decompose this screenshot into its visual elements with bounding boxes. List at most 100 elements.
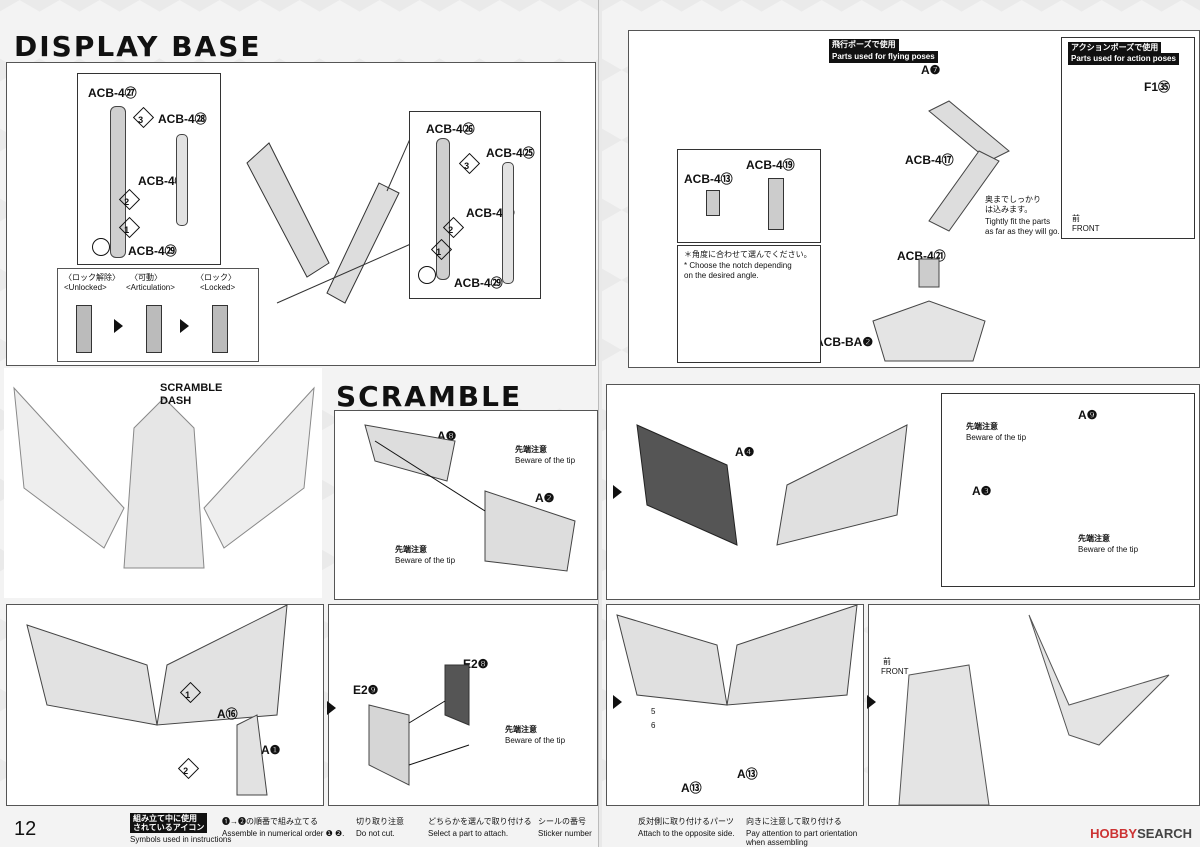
- action-pose-box: アクションポーズで使用 Parts used for action poses …: [1061, 37, 1195, 239]
- state-en: <Unlocked>: [64, 283, 107, 292]
- arm-assembly-illustration: [246, 122, 418, 304]
- legend-title: 組み立て中に使用 されているアイコン: [130, 813, 208, 833]
- flying-note-jp: 飛行ポーズで使用: [829, 39, 899, 51]
- arm-part: [176, 134, 188, 226]
- left-page: DISPLAY BASE ACB-4㉗ ACB-4㉘ ACB-4㉓ ACB-4㉙…: [0, 0, 599, 847]
- arm-part: [436, 138, 450, 280]
- connector-part: [768, 178, 784, 230]
- caution-jp: 先端注意: [966, 422, 998, 431]
- step-1-icon: 1: [430, 238, 453, 261]
- connector-box: ACB-4⑬ ACB-4⑲: [677, 149, 821, 243]
- no-cut-icon: [92, 238, 110, 256]
- sticker-number: 6: [651, 721, 656, 730]
- caution-en: Beware of the tip: [515, 456, 576, 465]
- part-label: A❷: [535, 491, 555, 505]
- wing-complete-illustration: [616, 604, 858, 706]
- next-arrow-icon: [867, 695, 876, 709]
- display-base-title: DISPLAY BASE: [14, 30, 262, 63]
- legend-item: Sticker number: [538, 829, 592, 838]
- robot-with-wings-illustration: [898, 614, 1170, 806]
- robot-wings-illustration: [13, 386, 315, 569]
- fin-assembly-panel: E2❾ E2❽ 先端注意 Beware of the tip: [327, 604, 598, 806]
- caution-en: Beware of the tip: [966, 433, 1027, 442]
- part-label: ACB-4㉘: [158, 112, 207, 126]
- footer-legend-right: 反対側に取り付けるパーツ Attach to the opposite side…: [602, 809, 1200, 847]
- fit-note-jp: 奥までしっかり は込みます。: [985, 195, 1041, 214]
- footer-legend-left: 12 組み立て中に使用 されているアイコン Symbols used in in…: [0, 809, 598, 847]
- lock-states-panel: 〈ロック解除〉 <Unlocked> 〈可動〉 <Articulation> 〈…: [57, 268, 259, 362]
- connector-part: [706, 190, 720, 216]
- legend-title-en: Symbols used in instructions: [130, 835, 232, 844]
- stand-illustration: [872, 100, 1010, 362]
- legend-item: Pay attention to part orientation when a…: [746, 829, 858, 847]
- caution-jp: 先端注意: [505, 725, 537, 734]
- caution-box: A❾ A❸ 先端注意 Beware of the tip 先端注意 Beware…: [941, 393, 1195, 587]
- model-reference-image: SCRAMBLE DASH: [4, 368, 322, 598]
- wing-step-panel-right: A❹ A❾ A❸ 先端注意 Beware of the tip 先端注意 Bew…: [606, 384, 1200, 600]
- step-3-icon: 3: [458, 152, 481, 175]
- action-note-jp: アクションポーズで使用: [1068, 42, 1162, 54]
- flying-pose-panel: 飛行ポーズで使用 Parts used for flying poses A❼ …: [628, 30, 1200, 368]
- joint-illustration: [76, 305, 92, 353]
- legend-item: シールの番号: [538, 817, 586, 826]
- state-jp: 〈ロック解除〉: [64, 273, 120, 282]
- notch-note-box: ＊角度に合わせて選んでください。 * Choose the notch depe…: [677, 245, 821, 363]
- robot-final-panel: 前 FRONT: [867, 604, 1200, 806]
- model-caption: SCRAMBLE DASH: [160, 382, 223, 407]
- part-label: A❹: [735, 445, 755, 459]
- legend-item: 向きに注意して取り付ける: [746, 817, 842, 826]
- wing-pair-illustration: [636, 424, 908, 546]
- step-2-icon: 2: [177, 757, 200, 780]
- wing-assembly-panel: A⑯ A❶ 1 2: [6, 604, 324, 806]
- part-label: A❾: [1078, 408, 1098, 422]
- joint-illustration: [212, 305, 228, 353]
- step-1-icon: 1: [179, 681, 202, 704]
- assembly-box-left: ACB-4㉗ ACB-4㉘ ACB-4㉓ ACB-4㉙ 3 2 1: [77, 73, 221, 265]
- part-label: ACB-BA❷: [815, 335, 874, 349]
- next-arrow-icon: [114, 319, 123, 333]
- next-arrow-icon: [327, 701, 336, 715]
- state-en: <Articulation>: [126, 283, 175, 292]
- next-arrow-icon: [180, 319, 189, 333]
- caution-en: Beware of the tip: [505, 736, 566, 745]
- state-en: <Locked>: [200, 283, 236, 292]
- fit-note-en: Tightly fit the parts as far as they wil…: [985, 217, 1060, 236]
- front-en: FRONT: [1072, 224, 1100, 233]
- wing-body-illustration: [26, 604, 288, 796]
- step-2-icon: 2: [442, 216, 465, 239]
- part-label: A⑬: [681, 781, 702, 795]
- part-label: ACB-4⑲: [746, 158, 795, 172]
- part-label: A❶: [261, 743, 281, 757]
- legend-item: 切り取り注意: [356, 817, 404, 826]
- legend-item: Select a part to attach.: [428, 829, 509, 838]
- wing-assembly-illustration: [364, 424, 576, 572]
- next-arrow-icon: [613, 485, 622, 499]
- next-arrow-icon: [613, 695, 622, 709]
- hobby-search-logo: HOBBYSEARCH: [1090, 826, 1192, 841]
- part-label: ACB-4⑰: [905, 153, 954, 167]
- front-jp: 前: [883, 657, 891, 666]
- legend-item: Attach to the opposite side.: [638, 829, 735, 838]
- caution-en: Beware of the tip: [1078, 545, 1139, 554]
- display-base-panel: ACB-4㉗ ACB-4㉘ ACB-4㉓ ACB-4㉙ 3 2 1 〈ロック解除…: [6, 62, 596, 366]
- assembly-box-right: ACB-4㉖ ACB-4㉕ ACB-4㉓ ACB-4㉙ 3 2 1: [409, 111, 541, 299]
- legend-item: Do not cut.: [356, 829, 395, 838]
- part-label: ACB-4㉙: [454, 276, 503, 290]
- right-page: 飛行ポーズで使用 Parts used for flying poses A❼ …: [602, 0, 1200, 847]
- state-jp: 〈可動〉: [130, 273, 162, 282]
- arm-part: [502, 162, 514, 284]
- caution-jp: 先端注意: [395, 545, 427, 554]
- action-note-en: Parts used for action poses: [1068, 53, 1179, 65]
- joint-illustration: [146, 305, 162, 353]
- part-label: E2❾: [353, 683, 379, 697]
- fin-illustration: [368, 664, 470, 786]
- part-label: ACB-4㉖: [426, 122, 475, 136]
- caution-jp: 先端注意: [1078, 534, 1110, 543]
- caution-jp: 先端注意: [515, 445, 547, 454]
- flying-note-en: Parts used for flying poses: [829, 51, 938, 63]
- part-label: ACB-4㉕: [486, 146, 535, 160]
- legend-item: ❶→❷の順番で組み立てる: [222, 817, 318, 826]
- front-jp: 前: [1072, 214, 1080, 223]
- part-label: F1㉟: [1144, 80, 1171, 94]
- front-en: FRONT: [881, 667, 909, 676]
